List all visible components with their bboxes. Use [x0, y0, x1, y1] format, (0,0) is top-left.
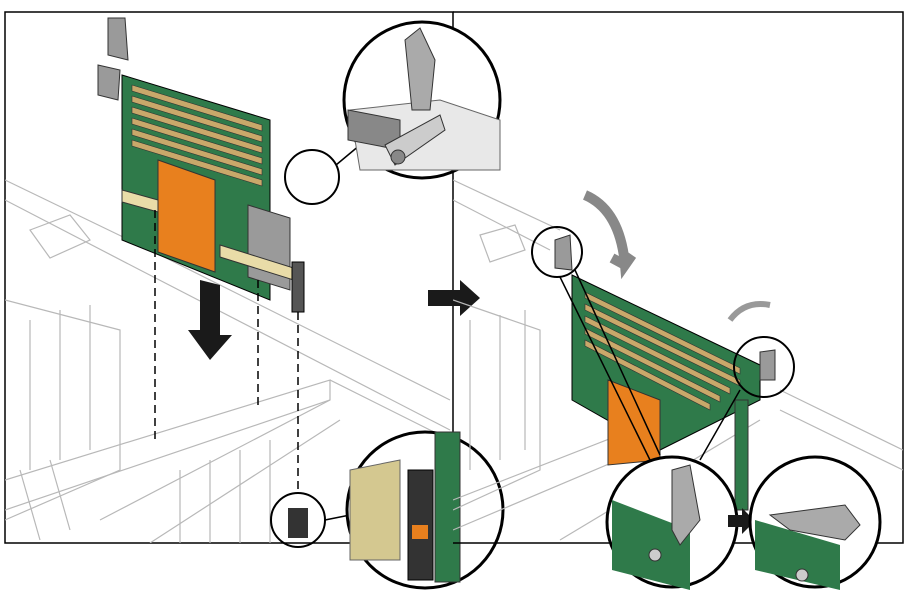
step1-panel: [4, 11, 505, 590]
dimm-modules: [131, 84, 263, 187]
latch-detail-callout: [335, 20, 502, 180]
rotate-arrow-icon: [727, 301, 771, 322]
arrow-down-icon: [188, 280, 232, 360]
arrow-right-icon: [728, 508, 755, 534]
connector-detail-callout: [324, 430, 505, 590]
latch-closed-callout: [748, 455, 882, 590]
installed-card: [571, 274, 761, 511]
guide-lines: [154, 210, 299, 490]
latch: [97, 17, 129, 101]
header-socket: [288, 508, 308, 538]
callout-source-circle: [531, 226, 583, 278]
heatsink: [157, 159, 216, 273]
step2-panel: [453, 11, 904, 590]
callout-source-circle: [733, 336, 795, 398]
memory-riser-card: [97, 17, 305, 313]
cable-connector: [291, 261, 305, 313]
chassis: [5, 179, 451, 543]
arrow-right-icon: [428, 280, 480, 316]
latch-open-callout: [605, 455, 739, 590]
callout-source-circle: [284, 149, 340, 205]
rotate-arrow-icon: [582, 190, 637, 280]
